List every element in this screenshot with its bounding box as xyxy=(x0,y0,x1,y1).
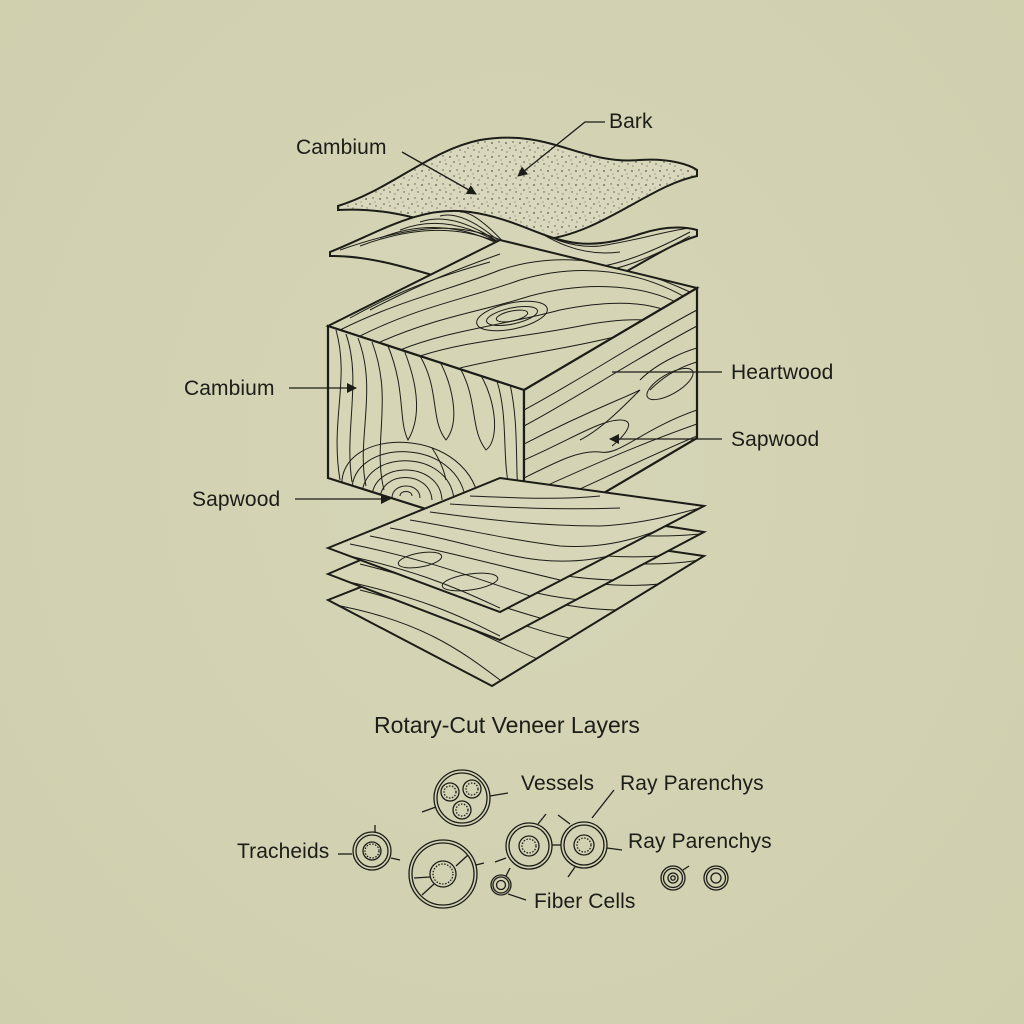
wood-block xyxy=(325,238,700,542)
label-fiber-cells: Fiber Cells xyxy=(534,890,636,913)
leader-lines xyxy=(289,121,722,504)
tracheid-cell xyxy=(338,825,401,871)
label-tracheids: Tracheids xyxy=(237,840,330,863)
label-sapwood-left: Sapwood xyxy=(192,488,281,511)
label-ray-parenchys-2: Ray Parenchys xyxy=(628,830,772,853)
label-cambium-left: Cambium xyxy=(184,377,275,400)
vessel-cell xyxy=(421,769,509,827)
label-bark: Bark xyxy=(609,110,653,133)
small-cell-2 xyxy=(703,865,729,891)
label-ray-parenchys-1: Ray Parenchys xyxy=(620,772,764,795)
diagram-title: Rotary-Cut Veneer Layers xyxy=(374,712,640,738)
label-vessels: Vessels xyxy=(521,772,595,795)
veneer-sheet-1 xyxy=(325,476,708,614)
large-ring-cell xyxy=(408,839,485,909)
label-sapwood-right: Sapwood xyxy=(731,428,820,451)
label-cambium-top: Cambium xyxy=(296,136,387,159)
label-heartwood: Heartwood xyxy=(731,361,834,384)
fiber-cell xyxy=(490,867,527,901)
cell-diagrams xyxy=(338,769,729,909)
small-cell-1 xyxy=(660,865,690,891)
ray-parenchyma-cell-pair xyxy=(494,789,623,878)
